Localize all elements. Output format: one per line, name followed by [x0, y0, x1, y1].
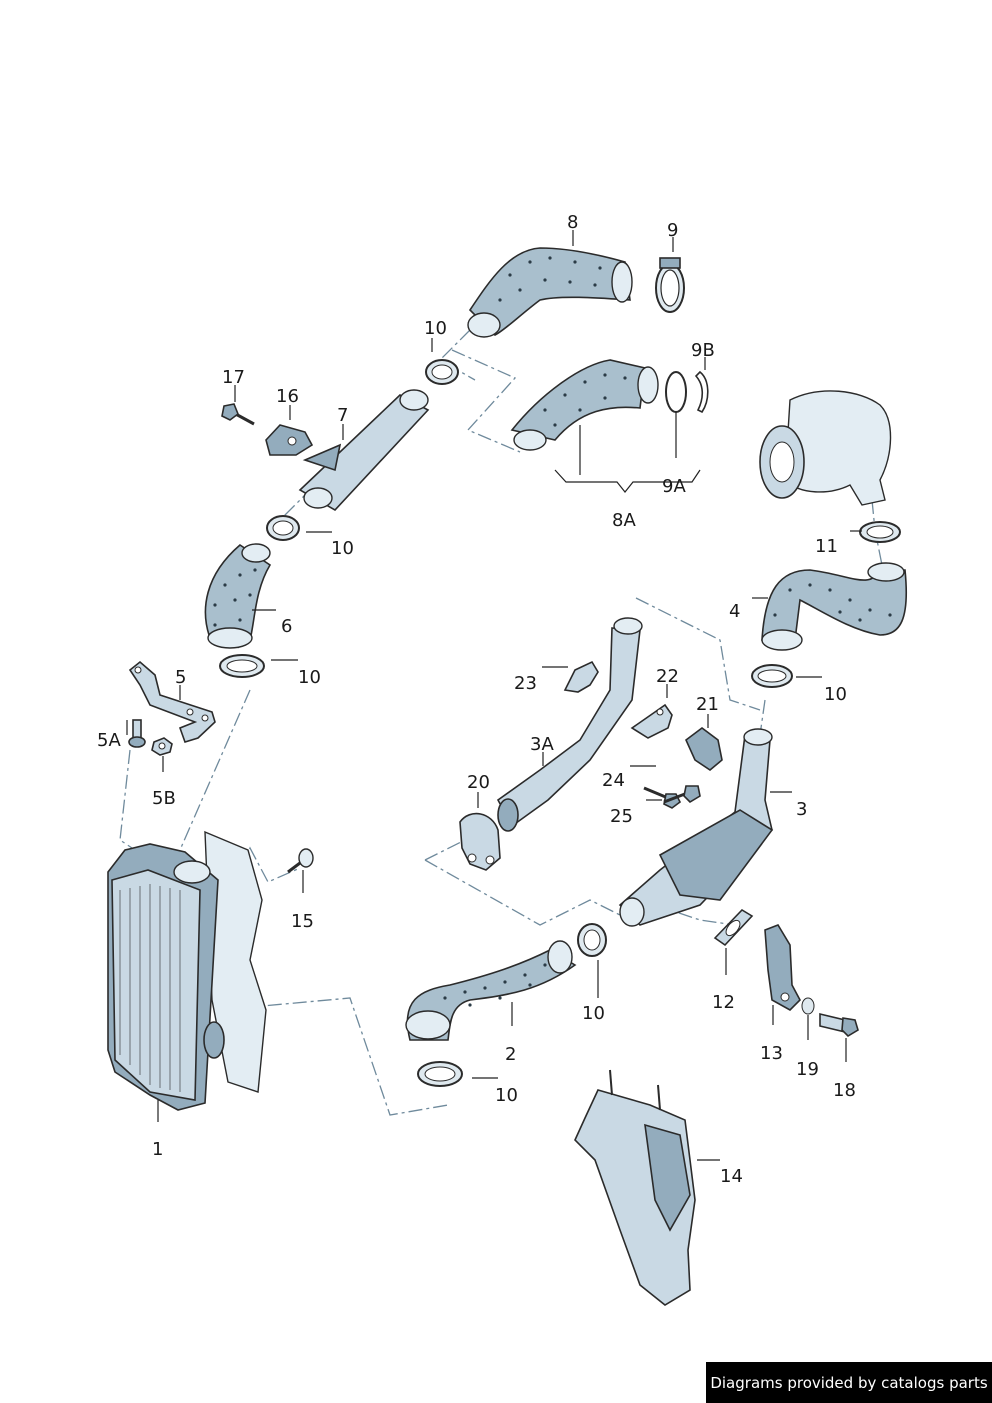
label-14: 14: [720, 1166, 743, 1187]
pipe-part-3a[interactable]: [496, 617, 643, 832]
clamp-part-10[interactable]: [425, 359, 459, 385]
label-3: 3: [796, 799, 807, 820]
label-10: 10: [331, 538, 354, 559]
hose-part-6[interactable]: [204, 543, 272, 649]
part-labels: 1 2 3 3A 4 5 5A 5B 6 7 8 8A 9 9A 9B 10 1…: [97, 212, 856, 1187]
bolt-part-18[interactable]: [819, 1012, 859, 1038]
clamp-part-10[interactable]: [219, 654, 265, 678]
clip-part-23[interactable]: [563, 660, 599, 693]
flange-part-16[interactable]: [265, 424, 314, 456]
clamp-part-10[interactable]: [266, 515, 300, 541]
label-10: 10: [495, 1085, 518, 1106]
label-12: 12: [712, 992, 735, 1013]
label-10: 10: [298, 667, 321, 688]
bolt-part-25[interactable]: [663, 785, 701, 804]
label-25: 25: [610, 806, 633, 827]
label-11: 11: [815, 536, 838, 557]
nut-part-5b[interactable]: [151, 737, 173, 756]
label-10: 10: [582, 1003, 605, 1024]
label-2: 2: [505, 1044, 516, 1065]
clamp-part-10[interactable]: [577, 923, 607, 957]
hose-part-2[interactable]: [405, 940, 577, 1041]
label-6: 6: [281, 616, 292, 637]
label-23: 23: [514, 673, 537, 694]
hose-part-4[interactable]: [761, 562, 908, 651]
bracket-part-13[interactable]: [764, 924, 801, 1011]
label-8: 8: [567, 212, 578, 233]
label-9: 9: [667, 220, 678, 241]
pipe-part-7[interactable]: [298, 389, 430, 512]
intercooler-part-1[interactable]: [107, 830, 267, 1111]
label-24: 24: [602, 770, 625, 791]
label-10: 10: [824, 684, 847, 705]
bolt-part-5a[interactable]: [128, 719, 146, 748]
label-3a: 3A: [530, 734, 554, 755]
air-duct-part-14[interactable]: [574, 1069, 696, 1306]
bolt-part-17[interactable]: [221, 403, 255, 426]
bracket-part-22[interactable]: [630, 703, 673, 739]
hose-part-8a[interactable]: [510, 359, 659, 451]
bracket-part-21[interactable]: [685, 727, 723, 771]
label-5: 5: [175, 667, 186, 688]
label-22: 22: [656, 666, 679, 687]
label-21: 21: [696, 694, 719, 715]
turbocharger: [759, 390, 892, 506]
screw-part-15[interactable]: [287, 848, 314, 874]
label-8a: 8A: [612, 510, 636, 531]
label-9b: 9B: [691, 340, 715, 361]
label-7: 7: [337, 405, 348, 426]
label-20: 20: [467, 772, 490, 793]
o-ring-part-9a[interactable]: [665, 371, 687, 413]
flange-part-20[interactable]: [459, 812, 501, 871]
hose-part-8[interactable]: [467, 247, 633, 338]
label-5b: 5B: [152, 788, 176, 809]
clamp-part-10[interactable]: [417, 1061, 463, 1087]
clip-part-9b[interactable]: [694, 370, 709, 414]
label-18: 18: [833, 1080, 856, 1101]
label-4: 4: [729, 601, 740, 622]
label-16: 16: [276, 386, 299, 407]
label-13: 13: [760, 1043, 783, 1064]
pipe-part-3[interactable]: [618, 728, 774, 927]
label-5a: 5A: [97, 730, 121, 751]
label-9a: 9A: [662, 476, 686, 497]
footer-credit: Diagrams provided by catalogs parts: [706, 1362, 992, 1403]
washer-part-19[interactable]: [801, 997, 815, 1015]
clamp-part-11[interactable]: [859, 521, 901, 543]
label-15: 15: [291, 911, 314, 932]
label-10: 10: [424, 318, 447, 339]
label-17: 17: [222, 367, 245, 388]
leader-lines: [126, 230, 862, 1161]
bracket-part-5[interactable]: [128, 660, 216, 743]
grommet-part-12[interactable]: [713, 908, 754, 947]
label-19: 19: [796, 1059, 819, 1080]
clamp-part-9[interactable]: [655, 257, 685, 313]
label-1: 1: [152, 1139, 163, 1160]
clamp-part-10[interactable]: [751, 664, 793, 688]
